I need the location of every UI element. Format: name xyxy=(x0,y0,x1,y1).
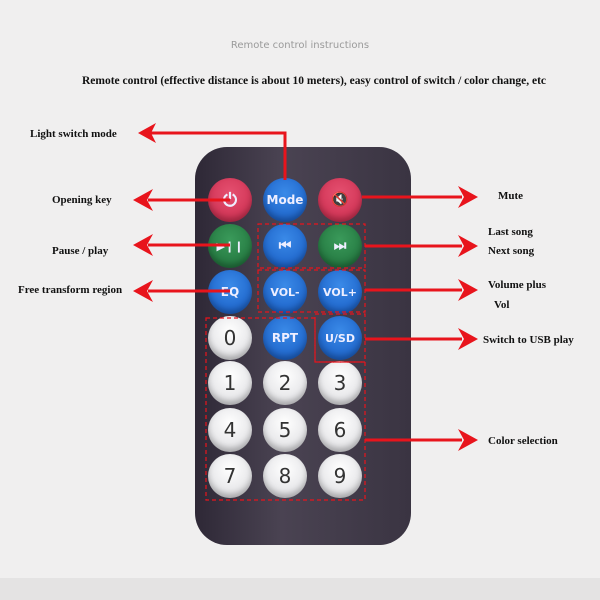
arrowhead-mute xyxy=(458,186,478,208)
arrowhead-color xyxy=(458,429,478,451)
subtitle: Remote control instructions xyxy=(230,40,370,51)
digit-0-button[interactable]: 0 xyxy=(208,316,252,360)
label-mute: Mute xyxy=(498,190,524,202)
arrowhead-volume xyxy=(458,279,478,301)
label-last-song: Last song xyxy=(488,226,533,238)
digit-5-button[interactable]: 5 xyxy=(263,408,307,452)
arrowhead-usb xyxy=(458,328,478,350)
mode-button[interactable]: Mode xyxy=(263,178,307,222)
digit-2-button[interactable]: 2 xyxy=(263,361,307,405)
arrow-line-mode xyxy=(150,131,287,180)
digit-4-button[interactable]: 4 xyxy=(208,408,252,452)
label-pause-play: Pause / play xyxy=(52,245,109,257)
floor xyxy=(0,578,600,600)
dashed-box-color xyxy=(205,317,366,501)
label-switch-usb: Switch to USB play xyxy=(483,334,574,346)
vol-minus-button[interactable]: VOL- xyxy=(263,270,307,314)
mute-button[interactable]: 🔇 xyxy=(318,178,362,222)
arrowhead-play xyxy=(133,234,153,256)
label-next-song: Next song xyxy=(488,245,535,257)
prev-button[interactable]: ⏮ xyxy=(263,224,307,268)
usd-button[interactable]: U/SD xyxy=(318,316,362,360)
headline: Remote control (effective distance is ab… xyxy=(81,75,547,87)
label-free-transform: Free transform region xyxy=(18,284,123,296)
label-vol: Vol xyxy=(494,299,510,311)
digit-6-button[interactable]: 6 xyxy=(318,408,362,452)
label-light-switch-mode: Light switch mode xyxy=(30,128,117,140)
digit-7-button[interactable]: 7 xyxy=(208,454,252,498)
dashed-box-usb xyxy=(314,313,366,363)
digit-9-button[interactable]: 9 xyxy=(318,454,362,498)
dashed-box-volume xyxy=(257,269,366,313)
label-volume-plus: Volume plus xyxy=(488,279,546,291)
arrowhead-songs xyxy=(458,235,478,257)
dashed-box-songs xyxy=(257,223,366,269)
digit-3-button[interactable]: 3 xyxy=(318,361,362,405)
arrowhead-mode xyxy=(138,123,156,143)
next-button[interactable]: ⏭ xyxy=(318,224,362,268)
arrowhead-eq xyxy=(133,280,153,302)
arrowhead-power xyxy=(133,189,153,211)
vol-plus-button[interactable]: VOL+ xyxy=(318,270,362,314)
rpt-button[interactable]: RPT xyxy=(263,316,307,360)
label-color-selection: Color selection xyxy=(488,435,558,447)
label-opening-key: Opening key xyxy=(52,194,112,206)
digit-8-button[interactable]: 8 xyxy=(263,454,307,498)
digit-1-button[interactable]: 1 xyxy=(208,361,252,405)
